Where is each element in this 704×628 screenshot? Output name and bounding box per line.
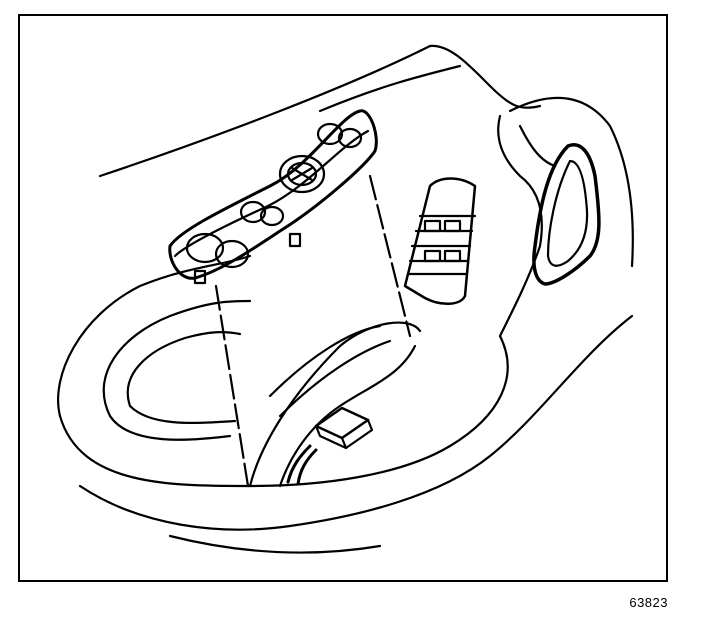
door-pillar-inner — [518, 124, 557, 168]
door-upper-trim-line-2 — [428, 44, 542, 109]
lock-bezel-icon — [532, 143, 601, 286]
power-window-switch-panel-icon — [168, 109, 378, 285]
door-armrest-illustration — [57, 44, 634, 554]
electrical-connector-icon — [286, 406, 374, 486]
switch-recess-outline — [248, 321, 422, 488]
illustration-frame — [18, 14, 668, 582]
switch-recess-floor — [278, 344, 417, 488]
door-upper-trim-edge — [318, 64, 462, 113]
armrest-bottom-edge — [78, 314, 634, 531]
speaker-grille-icon — [403, 177, 477, 305]
armrest-lower-sweep — [58, 334, 509, 488]
guide-line-left — [214, 284, 250, 488]
door-pillar-curve — [497, 114, 543, 338]
door-pillar-outline — [508, 96, 634, 268]
door-pull-icon — [102, 299, 392, 441]
door-upper-trim-line — [98, 44, 432, 178]
figure-number: 63823 — [629, 595, 668, 610]
armrest-bottom-edge-2 — [168, 534, 382, 554]
guide-line-right — [368, 174, 412, 338]
armrest-outer-outline — [57, 254, 252, 418]
